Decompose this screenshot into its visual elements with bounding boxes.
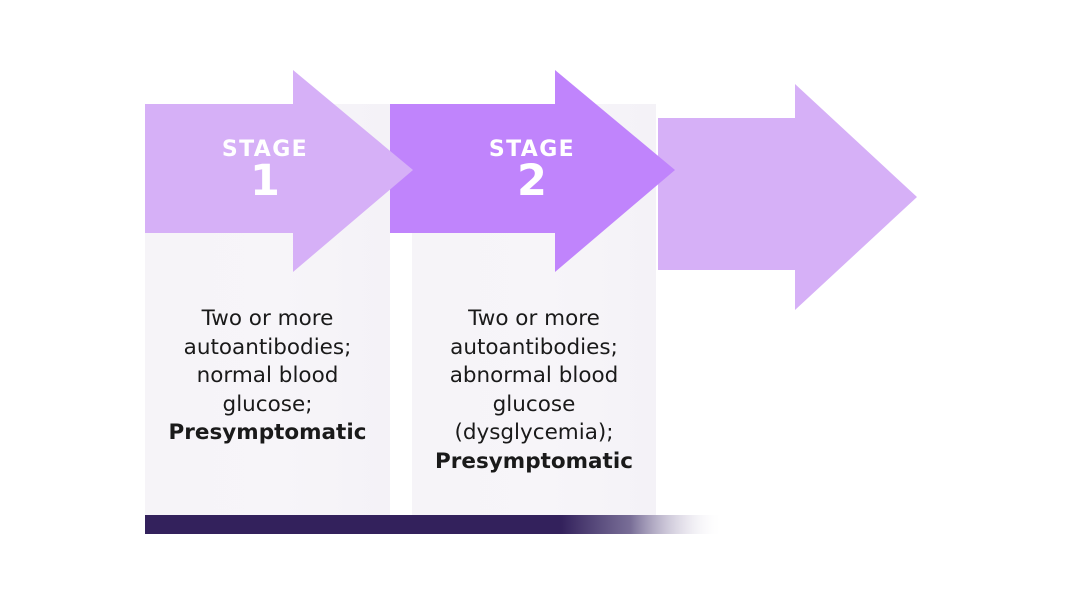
description-text-stage-2: Two or more autoantibodies; abnormal blo…: [449, 306, 619, 445]
description-card-stage-2: Two or more autoantibodies; abnormal blo…: [412, 233, 656, 515]
arrow-label-stage-2: STAGE 2: [442, 138, 622, 204]
stage-word-1: STAGE: [221, 137, 309, 162]
emphasis-text-stage-1: Presymptomatic: [168, 420, 367, 445]
description-text-stage-1: Two or more autoantibodies; normal blood…: [183, 306, 352, 417]
arrow-label-stage-1: STAGE 1: [175, 138, 355, 204]
emphasis-text-stage-2: Presymptomatic: [435, 448, 633, 474]
stage-number-1: 1: [250, 156, 280, 206]
stage-number-2: 2: [517, 156, 547, 206]
stage-word-2: STAGE: [488, 137, 576, 162]
arrow-stage-3: [658, 84, 917, 310]
bottom-accent-bar: [145, 515, 723, 534]
description-card-stage-1: Two or more autoantibodies; normal blood…: [145, 233, 390, 515]
